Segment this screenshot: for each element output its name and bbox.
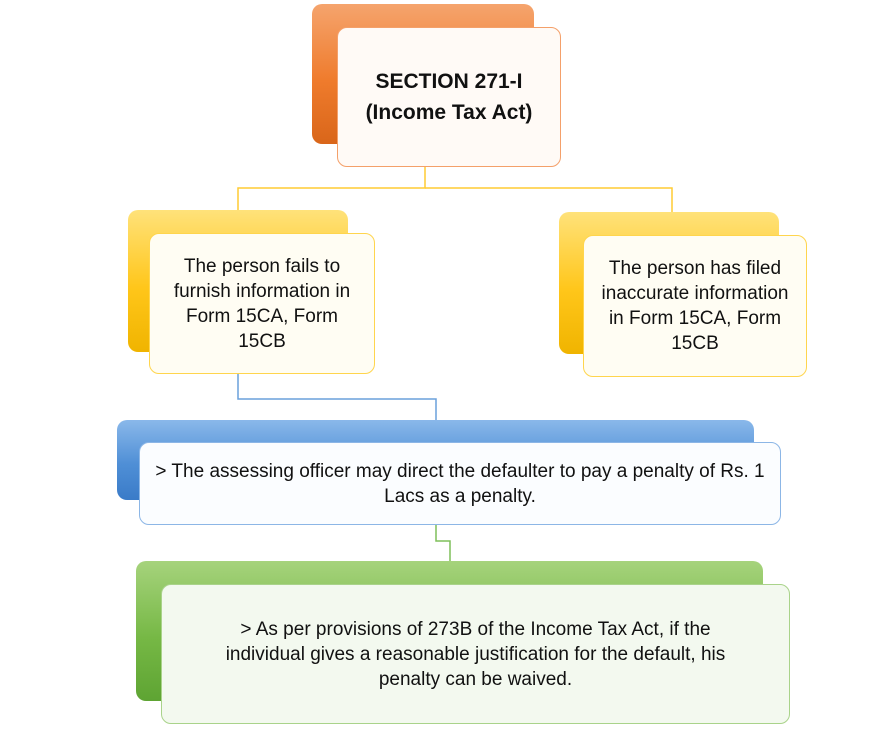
right-branch-box: The person has filed inaccurate informat…	[583, 235, 807, 377]
section-title: SECTION 271-I	[375, 70, 523, 93]
waiver-text: > As per provisions of 273B of the Incom…	[225, 618, 726, 690]
penalty-box: > The assessing officer may direct the d…	[139, 442, 781, 525]
left-branch-box: The person fails to furnish information …	[149, 233, 375, 374]
connector-left-to-penalty	[237, 374, 437, 420]
left-branch-text: The person fails to furnish information …	[173, 255, 351, 352]
section-box: SECTION 271-I (Income Tax Act)	[337, 27, 561, 167]
right-branch-text: The person has filed inaccurate informat…	[601, 258, 789, 354]
connector-top-to-right	[425, 187, 673, 212]
penalty-text: > The assessing officer may direct the d…	[155, 460, 765, 507]
connector-penalty-to-waiver	[435, 525, 451, 561]
section-subtitle: (Income Tax Act)	[365, 101, 533, 124]
connector-top-to-branches	[237, 167, 426, 210]
waiver-box: > As per provisions of 273B of the Incom…	[161, 584, 790, 724]
